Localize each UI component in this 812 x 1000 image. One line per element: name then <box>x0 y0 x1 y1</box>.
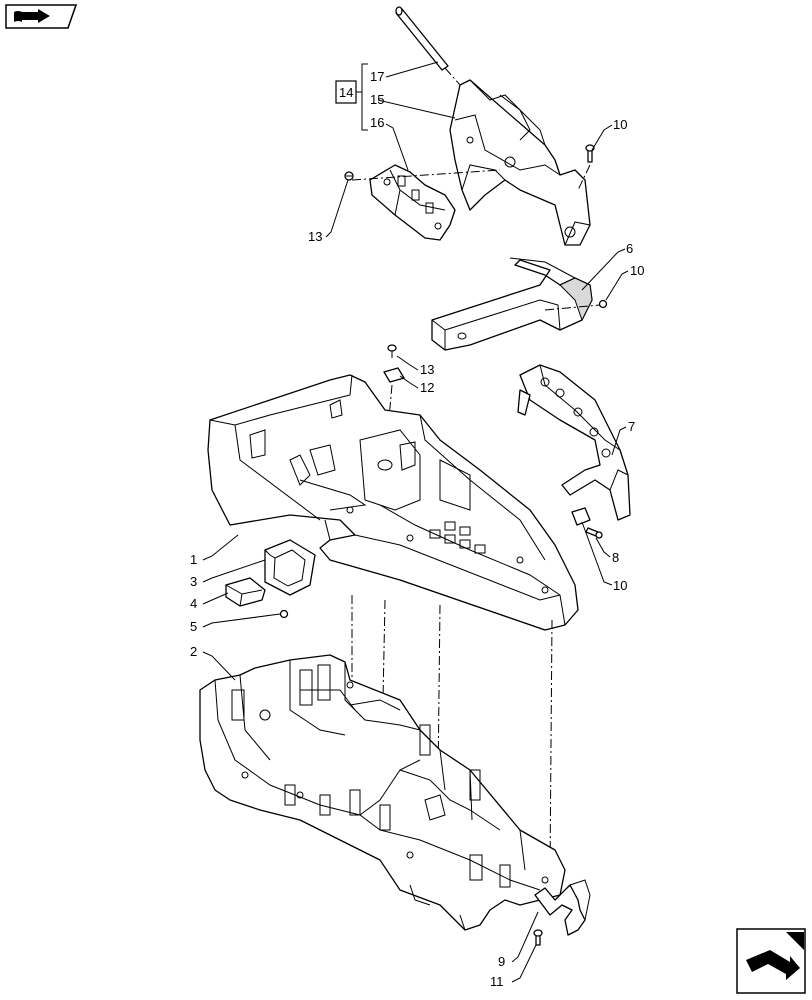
callout-10-mid: 10 <box>630 263 644 278</box>
callout-13-top: 13 <box>308 229 322 244</box>
book-arrow-icon[interactable] <box>5 4 78 29</box>
clip <box>571 507 591 526</box>
callout-9: 9 <box>498 954 505 969</box>
callout-6: 6 <box>626 241 633 256</box>
callout-10-top: 10 <box>613 117 627 132</box>
upper-console-housing <box>207 374 579 631</box>
screw <box>387 344 397 358</box>
lower-console-housing <box>199 654 566 931</box>
callout-2: 2 <box>190 644 197 659</box>
side-cover <box>517 364 631 521</box>
screw <box>585 144 595 163</box>
armrest-handle <box>431 257 593 351</box>
small-bracket <box>369 164 456 241</box>
lever-rod <box>395 6 449 71</box>
callout-13-mid: 13 <box>420 362 434 377</box>
switch-block <box>225 577 266 607</box>
group-box-14 <box>335 80 357 104</box>
callout-14: 14 <box>339 85 353 100</box>
callout-7: 7 <box>628 419 635 434</box>
callout-12: 12 <box>420 380 434 395</box>
bezel <box>264 539 316 596</box>
callout-16: 16 <box>370 115 384 130</box>
page-turn-arrow-icon[interactable] <box>736 928 806 994</box>
callout-3: 3 <box>190 574 197 589</box>
screw <box>279 609 289 619</box>
screw <box>344 171 354 181</box>
lever-bracket <box>449 79 591 246</box>
callout-17: 17 <box>370 69 384 84</box>
group-bracket <box>361 63 368 131</box>
screw <box>585 527 603 539</box>
hose-bracket <box>534 879 591 936</box>
clip <box>383 367 405 383</box>
callout-8: 8 <box>612 550 619 565</box>
callout-10-low: 10 <box>613 578 627 593</box>
callout-11: 11 <box>490 974 504 989</box>
screw <box>533 929 543 946</box>
callout-1: 1 <box>190 552 197 567</box>
screw <box>598 299 608 309</box>
callout-4: 4 <box>190 596 197 611</box>
callout-5: 5 <box>190 619 197 634</box>
callout-15: 15 <box>370 92 384 107</box>
